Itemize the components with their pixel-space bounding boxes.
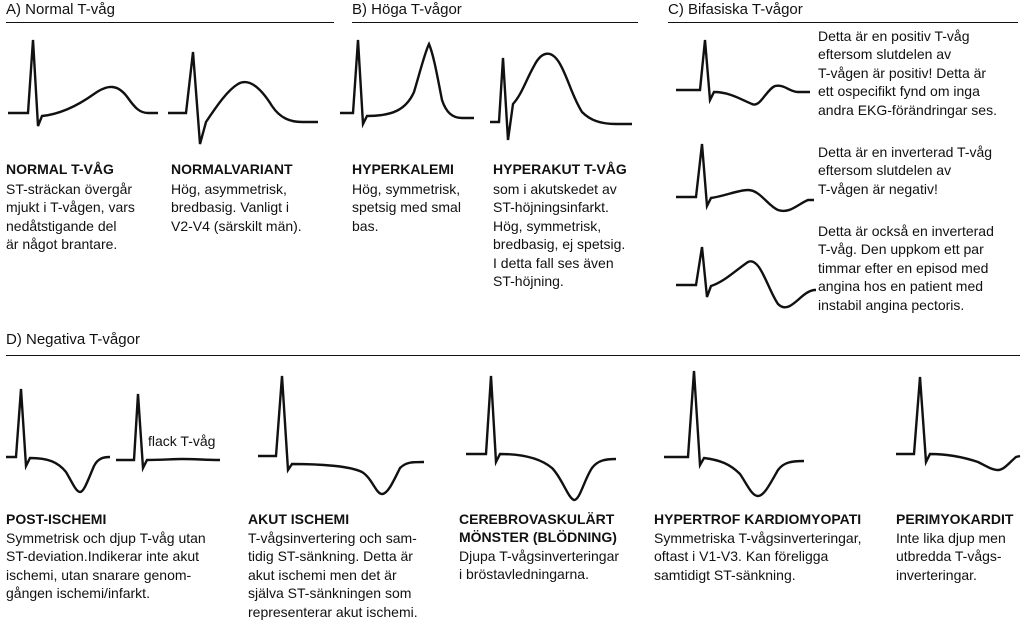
normalvariant-description: Hög, asymmetrisk, bredbasig. Vanligt i V… [171, 181, 302, 234]
biphasic-note-3: Detta är också en inverterad T-våg. Den … [818, 223, 994, 313]
postischemi-title: POST-ISCHEMI [6, 511, 107, 527]
section-a-title: A) Normal T-våg [6, 1, 115, 18]
section-a-rule [6, 22, 334, 23]
section-d-title: D) Negativa T-vågor [6, 331, 140, 348]
normalvariant-title: NORMALVARIANT [171, 161, 293, 177]
hyperakut-description: som i akutskedet av ST-höjningsinfarkt. … [493, 181, 626, 290]
section-b-rule [352, 22, 638, 23]
hypertrof-description: Symmetriska T-vågsinverteringar, oftast … [654, 530, 862, 583]
cerebro-title-line2: MÖNSTER (BLÖDNING) [459, 529, 617, 545]
hyperkalemi-title: HYPERKALEMI [352, 161, 454, 177]
akutischemi-description: T-vågsinvertering och sam- tidig ST-sänk… [248, 530, 418, 620]
section-b-title: B) Höga T-vågor [352, 1, 462, 18]
hypertrof-title: HYPERTROF KARDIOMYOPATI [654, 511, 862, 527]
section-d-rule [6, 355, 1020, 356]
perimyokardit-title: PERIMYOKARDIT [896, 511, 1014, 527]
biphasic-note-1: Detta är en positiv T-våg eftersom slutd… [818, 28, 997, 118]
akutischemi-title: AKUT ISCHEMI [248, 511, 350, 527]
hyperkalemi-description: Hög, symmetrisk, spetsig med smal bas. [352, 181, 461, 234]
biphasic-note-2: Detta är en inverterad T-våg eftersom sl… [818, 144, 993, 197]
flat-t-wave-label: flack T-våg [148, 433, 216, 449]
perimyokardit-description: Inte lika djup men utbredda T-vågs- inve… [896, 530, 1006, 583]
normal-t-wave-title: NORMAL T-VÅG [6, 161, 114, 177]
hyperakut-title: HYPERAKUT T-VÅG [493, 161, 627, 177]
section-c-title: C) Bifasiska T-vågor [668, 1, 803, 18]
postischemi-description: Symmetrisk och djup T-våg utan ST-deviat… [6, 530, 206, 602]
cerebro-title-line1: CEREBROVASKULÄRT [459, 511, 615, 527]
normal-t-wave-description: ST-sträckan övergår mjukt i T-vågen, var… [6, 181, 135, 253]
section-c-rule [668, 22, 1018, 23]
cerebro-description: Djupa T-vågsinverteringar i bröstavledni… [459, 548, 620, 583]
